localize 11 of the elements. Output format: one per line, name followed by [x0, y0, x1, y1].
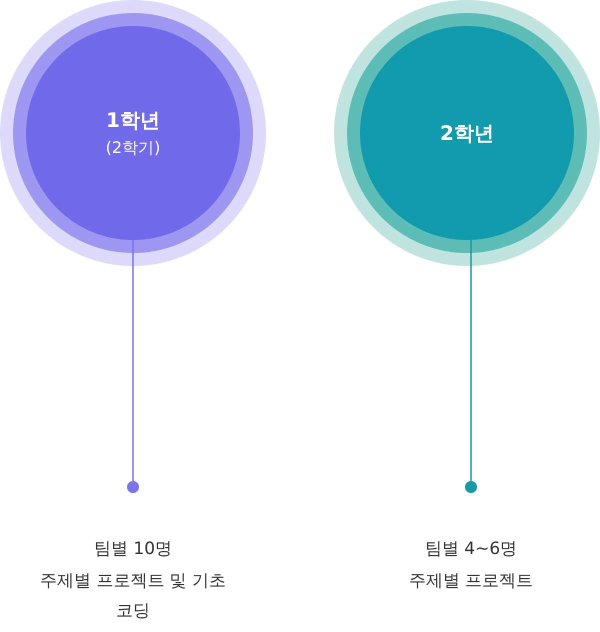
connector-line — [470, 240, 472, 481]
grade-title: 1학년 — [106, 107, 160, 134]
description-text: 팀별 10명 — [92, 538, 174, 561]
grade-subtitle: (2학기) — [106, 138, 160, 159]
description-text: 팀별 4~6명 — [424, 538, 518, 561]
description-text: 주제별 프로젝트 — [408, 570, 534, 593]
end-dot — [127, 481, 139, 493]
description-text: 주제별 프로젝트 및 기초 코딩 — [38, 570, 228, 622]
connector-line — [132, 240, 134, 481]
end-dot — [465, 481, 477, 493]
grade-title: 2학년 — [440, 120, 494, 146]
